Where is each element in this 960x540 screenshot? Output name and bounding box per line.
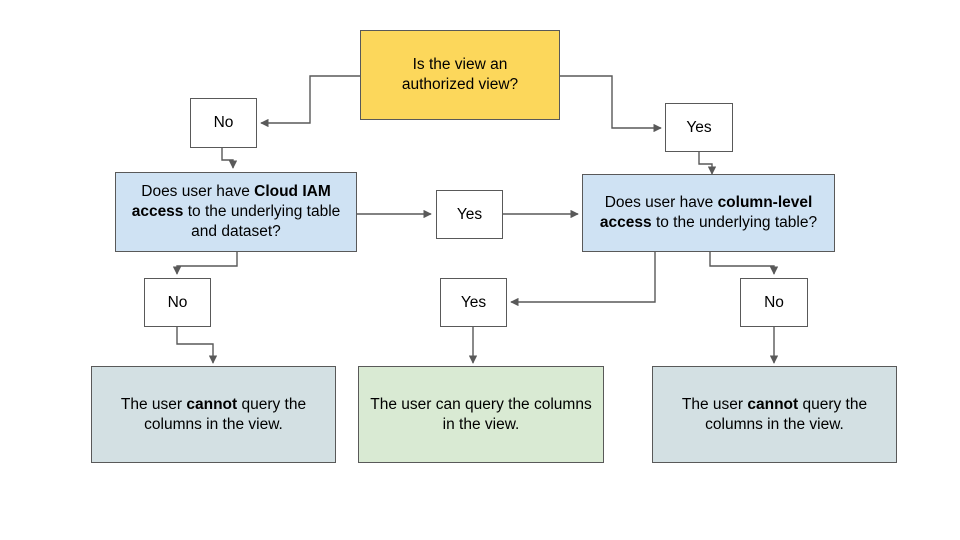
- node-result-left[interactable]: The user cannot query the columns in the…: [91, 366, 336, 463]
- result-left-text: The user cannot query the columns in the…: [120, 395, 307, 433]
- node-column-question[interactable]: Does user have column-level access to th…: [582, 174, 835, 252]
- result-left-emphasis: cannot: [186, 395, 238, 413]
- iam-no-label: No: [167, 293, 188, 311]
- iam-question-text: Does user have Cloud IAM access to the u…: [131, 183, 341, 240]
- node-result-right[interactable]: The user cannot query the columns in the…: [652, 366, 897, 463]
- edge-column-to-no: [709, 252, 779, 275]
- edge-start-to-no: [260, 75, 360, 128]
- edge-no-to-iam-question: [221, 148, 238, 169]
- node-column-no[interactable]: No: [740, 278, 808, 327]
- branch-no-top-label: No: [213, 114, 234, 132]
- node-branch-no-top[interactable]: No: [190, 98, 257, 148]
- edge-yes-to-column-question: [698, 152, 717, 175]
- column-yes-label: Yes: [460, 293, 487, 311]
- node-iam-question[interactable]: Does user have Cloud IAM access to the u…: [115, 172, 357, 252]
- node-column-yes[interactable]: Yes: [440, 278, 507, 327]
- edge-start-to-yes: [560, 75, 662, 133]
- branch-yes-top-label: Yes: [686, 118, 712, 136]
- edge-column-to-yes: [510, 252, 656, 307]
- node-branch-yes-top[interactable]: Yes: [665, 103, 733, 152]
- result-right-emphasis: cannot: [747, 395, 799, 413]
- column-question-emphasis: column-level access: [599, 194, 813, 231]
- result-right-text: The user cannot query the columns in the…: [681, 395, 868, 433]
- edge-no-to-result-left: [176, 327, 218, 364]
- column-question-text: Does user have column-level access to th…: [599, 194, 818, 231]
- node-iam-yes[interactable]: Yes: [436, 190, 503, 239]
- iam-question-emphasis: Cloud IAM access: [131, 183, 331, 221]
- node-result-middle[interactable]: The user can query the columns in the vi…: [358, 366, 604, 463]
- result-middle-text: The user can query the columns in the vi…: [370, 395, 592, 433]
- column-no-label: No: [764, 293, 784, 311]
- node-iam-no[interactable]: No: [144, 278, 211, 327]
- iam-yes-label: Yes: [456, 205, 483, 223]
- edge-iam-to-no: [172, 252, 238, 275]
